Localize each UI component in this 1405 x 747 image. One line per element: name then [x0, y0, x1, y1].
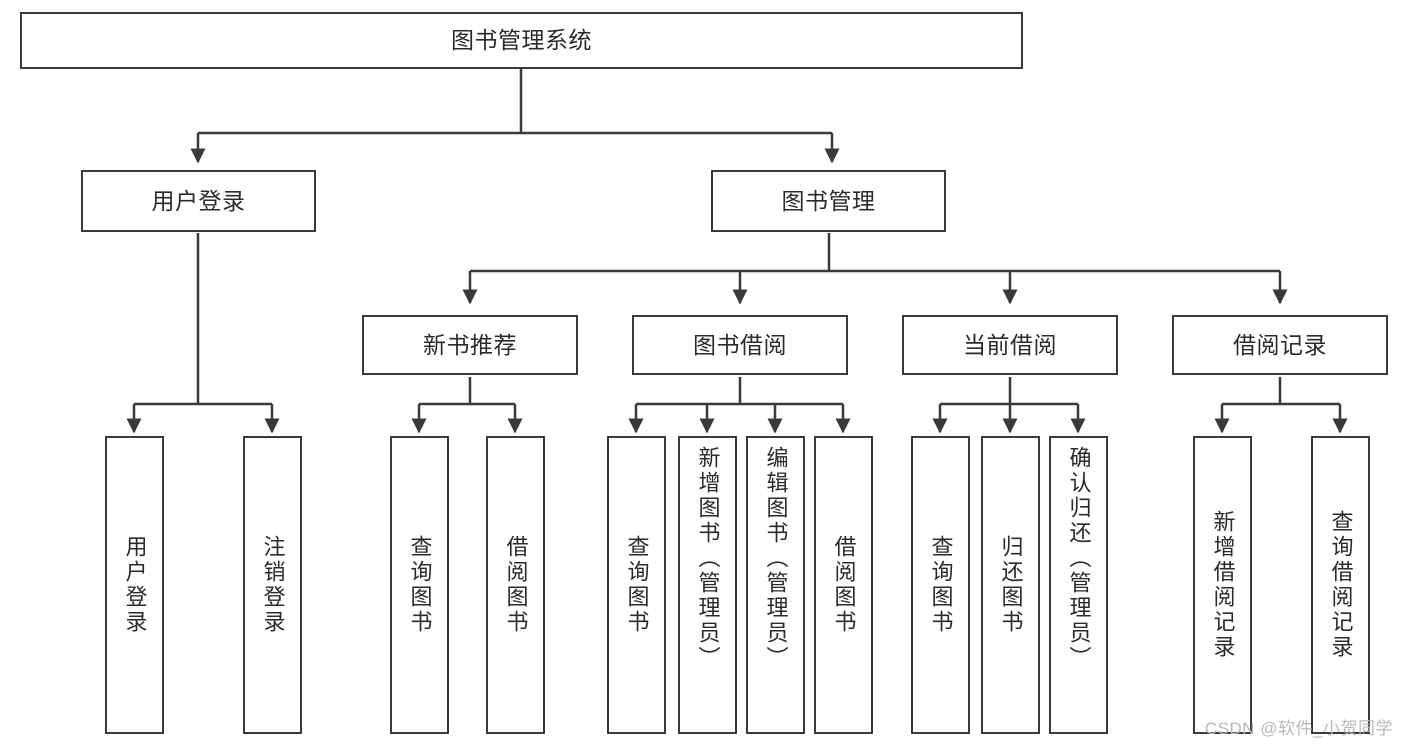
node-book-management[interactable]: 图书管理 [711, 170, 946, 232]
node-label: 新书推荐 [423, 331, 517, 358]
leaf-query-borrow-record[interactable]: 查询借阅记录 [1311, 436, 1370, 734]
leaf-add-borrow-record[interactable]: 新增借阅记录 [1193, 436, 1252, 734]
node-label: 图书管理 [781, 187, 876, 214]
leaf-return-book[interactable]: 归还图书 [981, 436, 1040, 734]
node-label: 注销登录 [260, 535, 286, 635]
node-label: 查询图书 [928, 535, 954, 635]
leaf-edit-book-admin[interactable]: 编辑图书（管理员） [746, 436, 805, 734]
leaf-query-book-recommend[interactable]: 查询图书 [390, 436, 449, 734]
leaf-query-book-current[interactable]: 查询图书 [911, 436, 970, 734]
node-book-borrow[interactable]: 图书借阅 [632, 315, 848, 375]
leaf-confirm-return-admin[interactable]: 确认归还（管理员） [1049, 436, 1108, 734]
node-user-login[interactable]: 用户登录 [81, 170, 316, 232]
node-label: 图书管理系统 [451, 27, 592, 54]
node-new-book-recommendation[interactable]: 新书推荐 [362, 315, 578, 375]
leaf-user-login[interactable]: 用户登录 [105, 436, 164, 734]
node-label: 查询图书 [624, 535, 650, 635]
node-label: 新增借阅记录 [1210, 510, 1236, 660]
node-label: 查询借阅记录 [1328, 510, 1354, 660]
node-label: 当前借阅 [963, 331, 1057, 358]
leaf-borrow-book[interactable]: 借阅图书 [814, 436, 873, 734]
node-label: 确认归还（管理员） [1066, 446, 1092, 671]
node-label: 归还图书 [998, 535, 1024, 635]
node-root-book-management-system[interactable]: 图书管理系统 [20, 12, 1023, 69]
node-label: 用户登录 [151, 187, 246, 214]
node-label: 借阅记录 [1233, 331, 1327, 358]
leaf-add-book-admin[interactable]: 新增图书（管理员） [678, 436, 737, 734]
node-borrow-record[interactable]: 借阅记录 [1172, 315, 1388, 375]
node-label: 用户登录 [122, 535, 148, 635]
node-label: 查询图书 [407, 535, 433, 635]
node-label: 图书借阅 [693, 331, 787, 358]
csdn-watermark: CSDN @软件_小贺同学 [1204, 719, 1393, 738]
node-label: 编辑图书（管理员） [763, 446, 789, 671]
leaf-logout[interactable]: 注销登录 [243, 436, 302, 734]
node-label: 借阅图书 [503, 535, 529, 635]
node-label: 借阅图书 [831, 535, 857, 635]
leaf-query-book-borrow[interactable]: 查询图书 [607, 436, 666, 734]
node-current-borrow[interactable]: 当前借阅 [902, 315, 1118, 375]
node-label: 新增图书（管理员） [695, 446, 721, 671]
leaf-borrow-book-recommend[interactable]: 借阅图书 [486, 436, 545, 734]
